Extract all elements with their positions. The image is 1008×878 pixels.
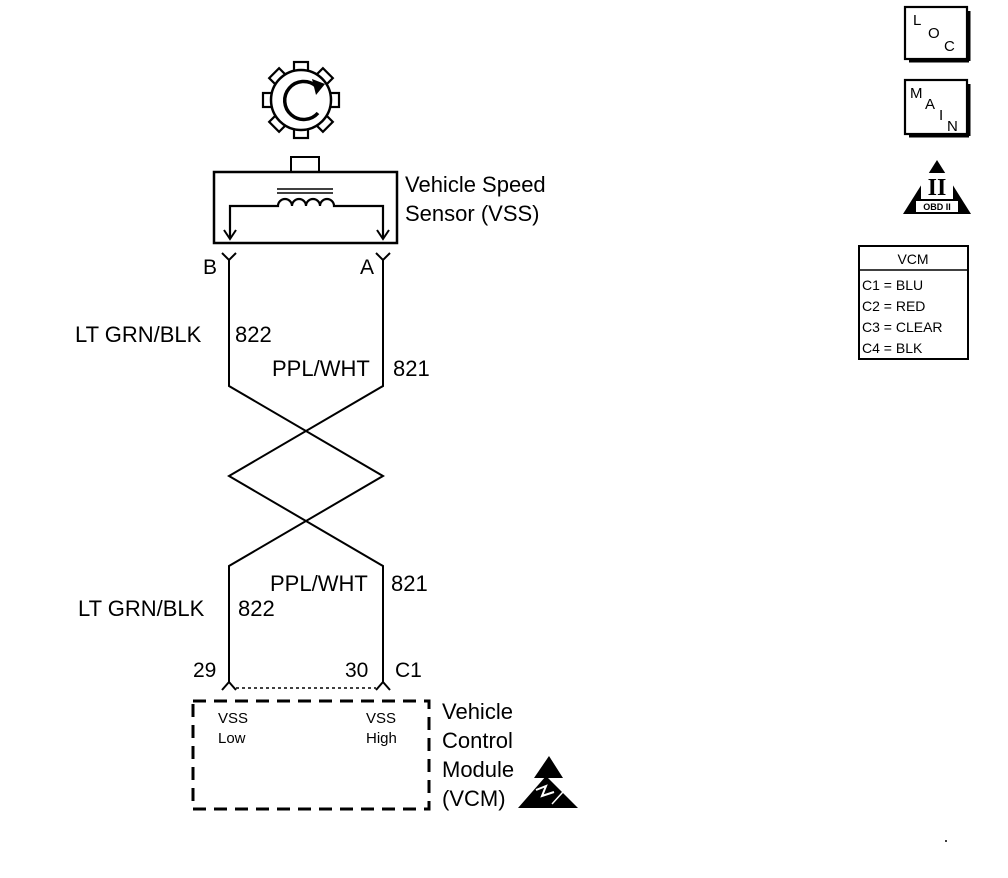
vss-low-line1: VSS [218,710,248,727]
main-letter-n: N [947,118,958,135]
vcm-connector [221,680,391,691]
wire-822 [228,260,385,682]
table-title: VCM [897,251,928,267]
wire-822-color-top: LT GRN/BLK [75,322,202,347]
obd-ii-icon[interactable]: II OBD II [903,160,971,214]
wire-822-circuit-bottom: 822 [238,596,275,621]
table-row-c1: C1 = BLU [862,277,923,293]
module-name-line2: Control [442,728,513,753]
main-letter-i: I [939,107,943,124]
module-name-line3: Module [442,757,514,782]
module-name-line1: Vehicle [442,699,513,724]
table-row-c2: C2 = RED [862,298,925,314]
obd-numeral: II [928,175,947,201]
main-menu-icon[interactable]: M A I N [903,78,971,138]
esd-warning-icon [518,756,578,808]
connector-color-table: VCM C1 = BLU C2 = RED C3 = CLEAR C4 = BL… [858,245,969,360]
vcm-pin-29: 29 [193,659,216,682]
vcm-pin-30: 30 [345,659,368,682]
module-name-line4: (VCM) [442,786,506,811]
loc-letter-l: L [913,12,921,29]
main-letter-m: M [910,85,923,102]
scan-speck [945,840,947,842]
wire-821-color-top: PPL/WHT [272,356,370,381]
vss-low-line2: Low [218,730,246,747]
twisted-pair-wires [227,260,385,682]
vehicle-control-module [191,699,431,811]
sensor-pin-b: B [203,256,217,279]
loc-letter-c: C [944,38,955,55]
main-letter-a: A [925,96,935,113]
wire-821-color-bottom: PPL/WHT [270,571,368,596]
vss-high-line1: VSS [366,710,396,727]
component-location-icon[interactable]: L O C [903,5,971,63]
wire-821-circuit-bottom: 821 [391,571,428,596]
vss-high-line2: High [366,730,397,747]
table-row-c3: C3 = CLEAR [862,319,943,335]
vehicle-speed-sensor [212,156,399,262]
tone-wheel-icon [261,60,341,140]
table-row-c4: C4 = BLK [862,340,923,356]
obd-label: OBD II [923,202,951,212]
sensor-pin-a: A [360,256,374,279]
wire-821 [227,260,384,682]
wire-822-circuit-top: 822 [235,322,272,347]
sensor-name-line2: Sensor (VSS) [405,201,540,226]
loc-letter-o: O [928,25,940,42]
wire-821-circuit-top: 821 [393,356,430,381]
sensor-name-line1: Vehicle Speed [405,172,546,197]
wire-822-color-bottom: LT GRN/BLK [78,596,205,621]
vcm-connector-c1: C1 [395,659,422,682]
